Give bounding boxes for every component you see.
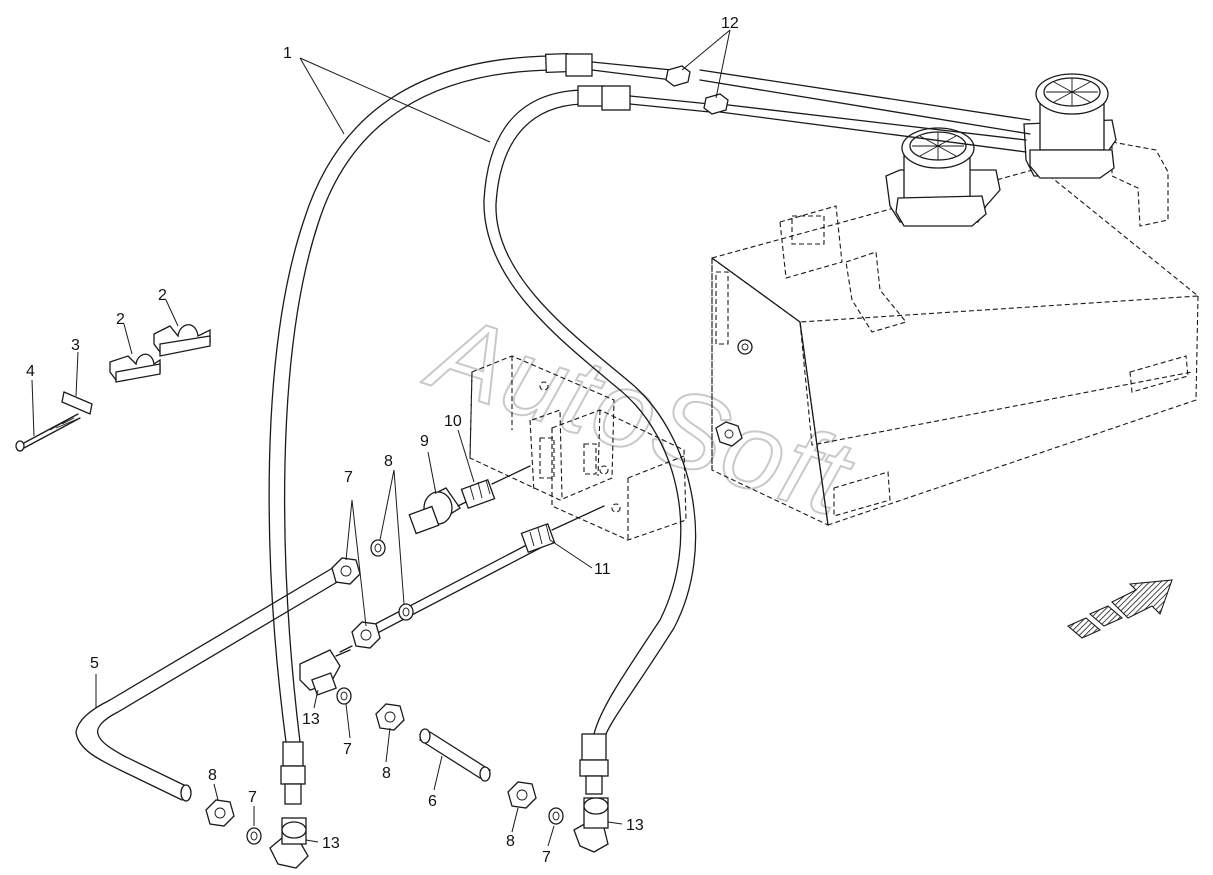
elbow-fitting-13-lower-right [573, 797, 609, 853]
elbow-fitting-13-lower-left [269, 817, 309, 869]
callout-9: 9 [420, 433, 429, 450]
clamp-bolt-4 [15, 413, 81, 452]
hydraulic-tank [711, 141, 1200, 526]
callout-13-lower-right: 13 [626, 817, 644, 834]
pressure-pipe [339, 537, 545, 653]
union-nut-7-middle [351, 621, 381, 649]
callout-7-lower-left: 7 [248, 789, 257, 806]
pipe-clamp-2-a [109, 353, 161, 383]
callout-10: 10 [444, 413, 462, 430]
callout-2-right: 2 [158, 287, 167, 304]
callout-2-left: 2 [116, 311, 125, 328]
union-nut-7-upper [331, 557, 361, 585]
callout-5: 5 [90, 655, 99, 672]
union-nut-8-lower-right [507, 781, 537, 809]
callout-13-lower-left: 13 [322, 835, 340, 852]
callout-6: 6 [428, 793, 437, 810]
callout-labels: 1 2 2 3 4 5 6 7 7 7 7 7 8 8 8 8 9 10 11 … [26, 15, 739, 866]
tank-filter-rear [1023, 73, 1117, 179]
callout-1: 1 [283, 45, 292, 62]
callout-4: 4 [26, 363, 35, 380]
adapter-fitting-10 [460, 465, 531, 510]
callout-8-upper: 8 [384, 453, 393, 470]
sleeve-8-middle [398, 603, 414, 621]
valve-block-assembly [469, 355, 687, 541]
callout-7-mid: 7 [343, 741, 352, 758]
bent-pipe-5 [75, 565, 345, 802]
clamp-plate-3 [61, 391, 93, 415]
leader-lines [31, 29, 731, 847]
union-nut-8-lower-mid [375, 703, 405, 731]
callout-11: 11 [594, 561, 611, 578]
adapter-fitting-9 [408, 487, 471, 535]
hose-clamp-12-b [703, 93, 729, 115]
callout-8-lower-left: 8 [208, 767, 217, 784]
callout-3: 3 [71, 337, 80, 354]
adapter-fitting-11 [520, 505, 605, 554]
callout-12: 12 [721, 15, 739, 32]
tank-filter-front [885, 127, 1001, 227]
callout-8-mid: 8 [382, 765, 391, 782]
callout-8-lower-right: 8 [506, 833, 515, 850]
hose-clamp-12-a [665, 65, 691, 87]
ferrule-7-lower-right [548, 807, 564, 825]
ferrule-7-lower-mid [336, 687, 352, 705]
short-pipe-6 [418, 728, 492, 782]
hose-1-inner [483, 69, 1031, 795]
callout-7-upper: 7 [344, 469, 353, 486]
callout-13-upper: 13 [302, 711, 320, 728]
hose-1-outer [268, 52, 673, 805]
sleeve-8-upper [370, 539, 386, 557]
hatched-direction-arrow-icon [1066, 579, 1173, 639]
ferrule-7-lower-left [246, 827, 262, 845]
callout-7-lower-right: 7 [542, 849, 551, 866]
pipe-clamp-2-b [153, 324, 211, 357]
union-nut-8-lower-left [205, 799, 235, 827]
elbow-fitting-13-upper [299, 649, 351, 696]
